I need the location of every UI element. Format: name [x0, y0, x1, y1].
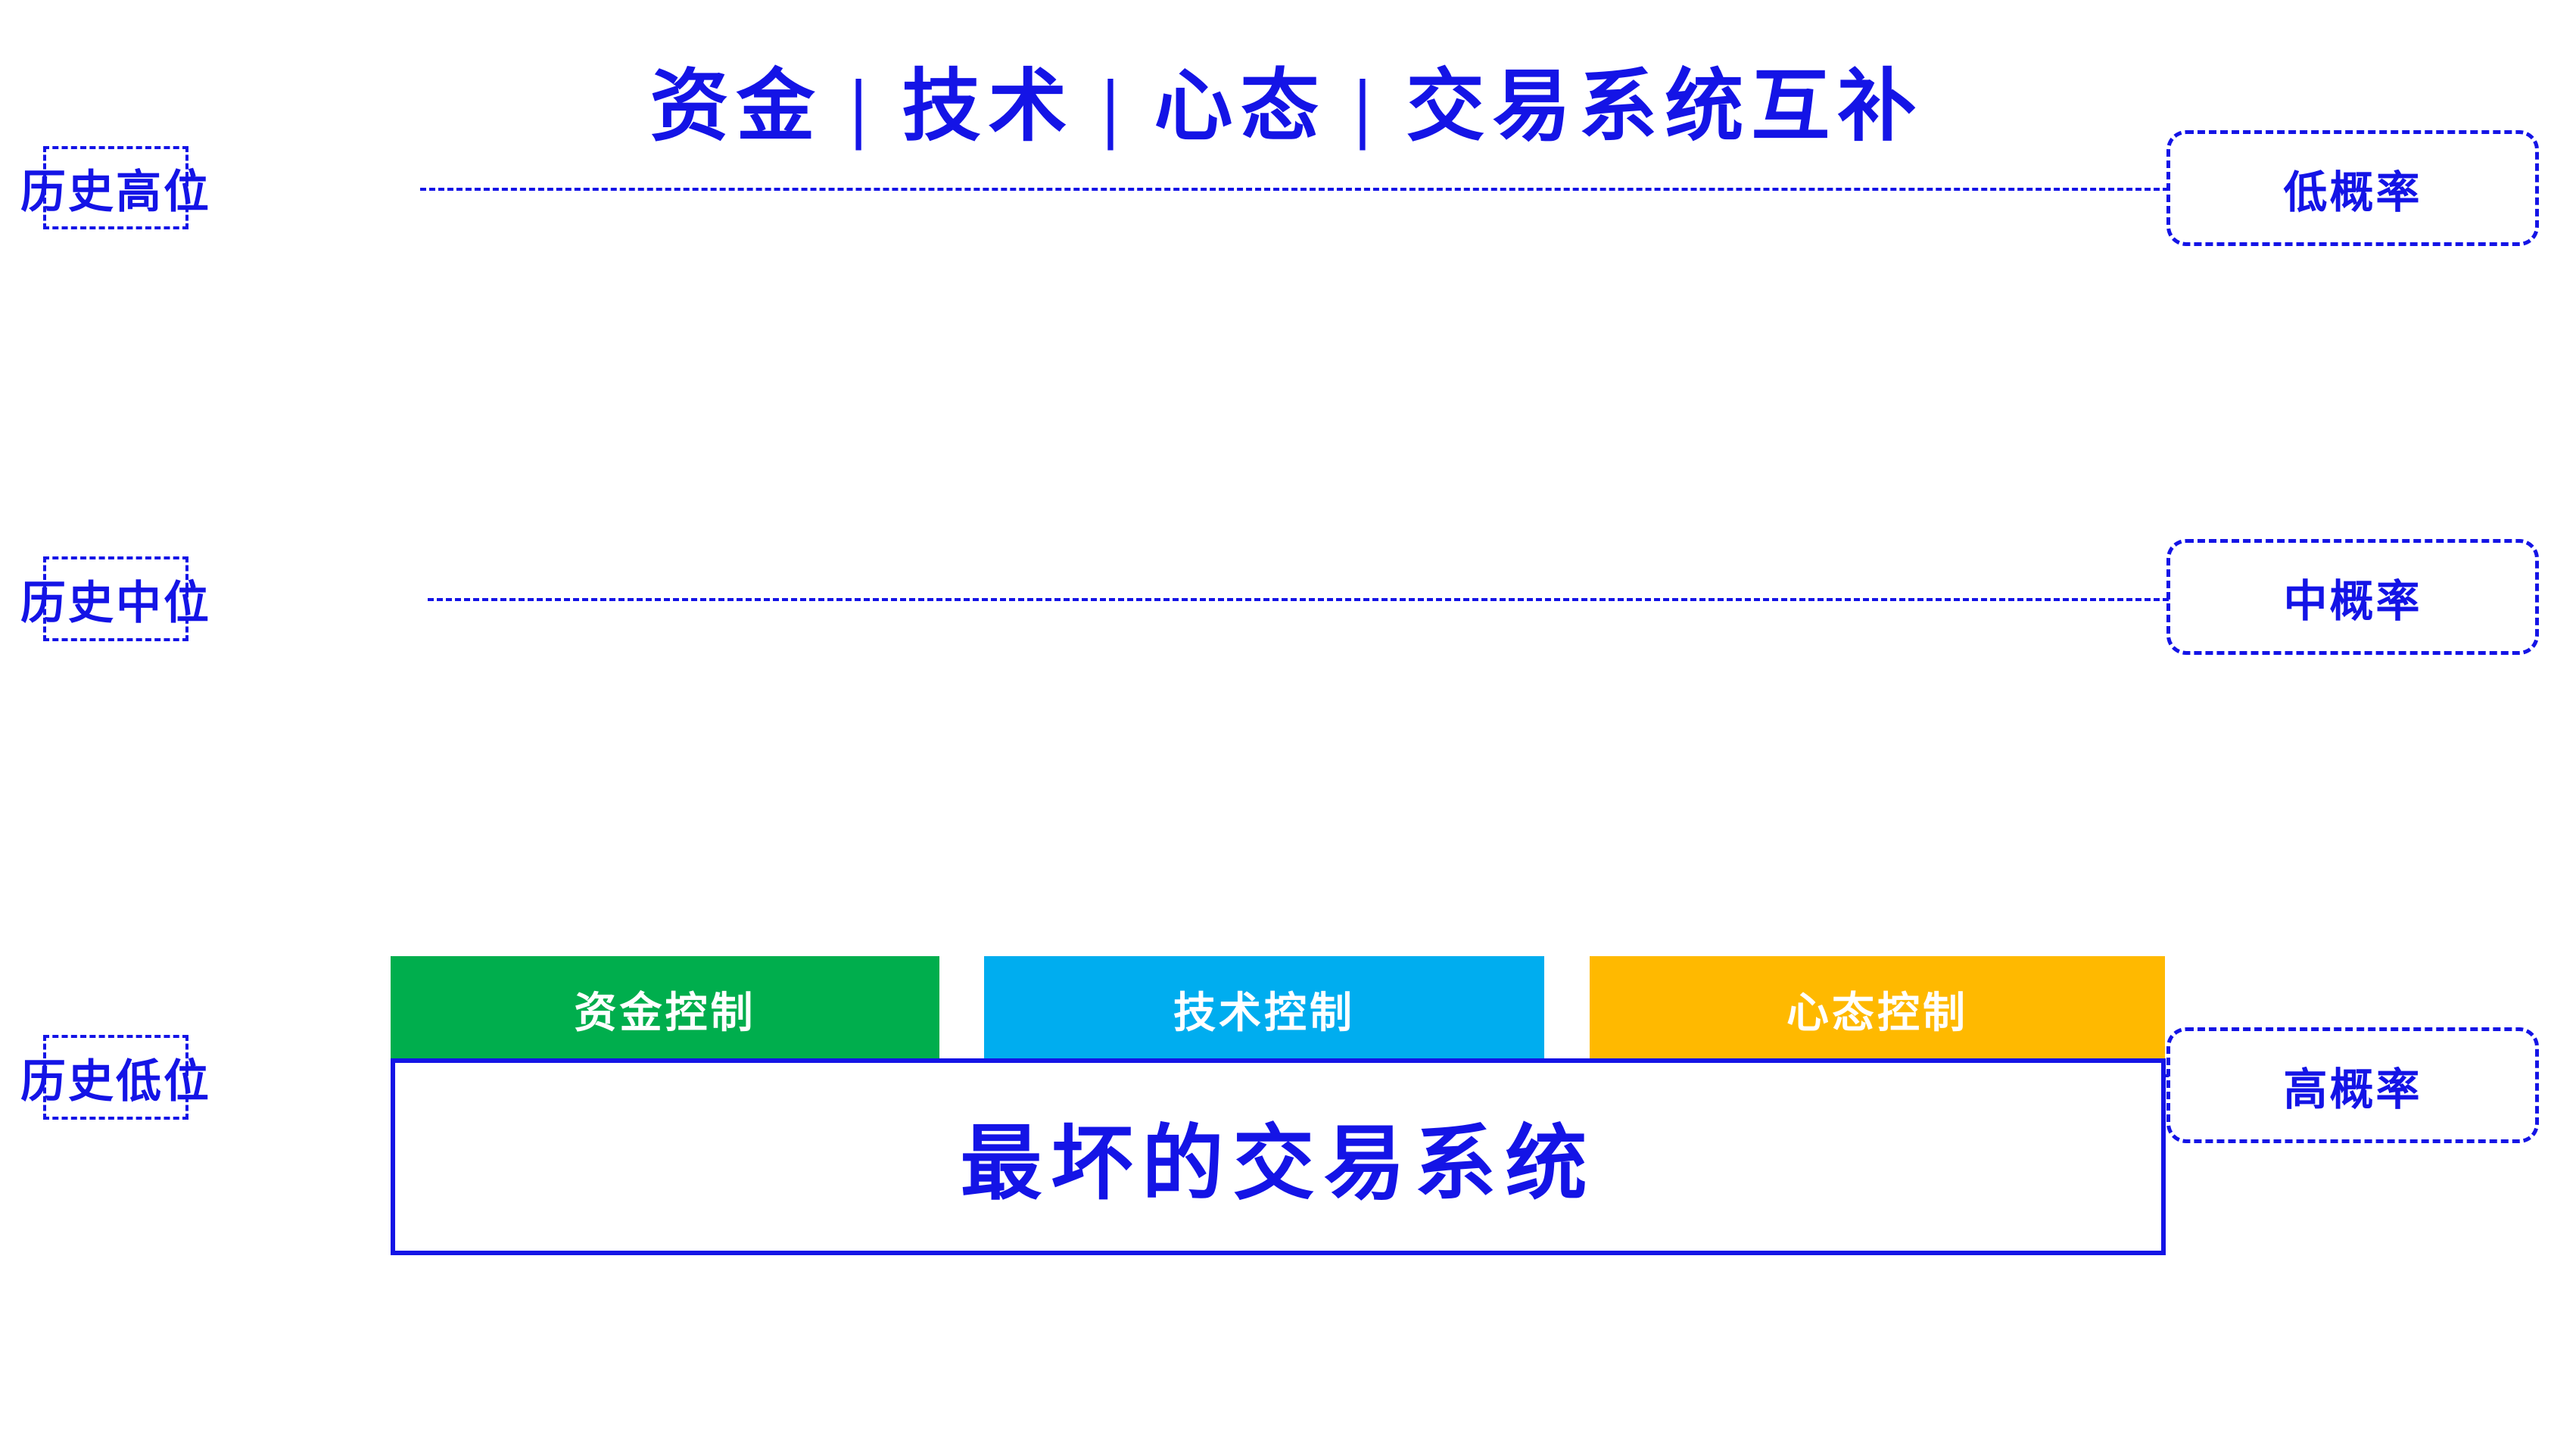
worst-trading-system-label: 最坏的交易系统 — [960, 1120, 1596, 1210]
right-label-low-probability[interactable]: 低概率 — [2166, 130, 2539, 246]
connector-line-mid — [428, 598, 2169, 601]
right-label-high-probability[interactable]: 高概率 — [2166, 1027, 2539, 1143]
connector-line-high — [420, 188, 2169, 191]
bar-mindset-control[interactable]: 心态控制 — [1590, 956, 2165, 1062]
right-label-mid-probability[interactable]: 中概率 — [2166, 539, 2539, 655]
page-title: 资金 | 技术 | 心态 | 交易系统互补 — [649, 64, 1924, 151]
worst-trading-system-box[interactable]: 最坏的交易系统 — [391, 1058, 2166, 1255]
bar-technique-control[interactable]: 技术控制 — [984, 956, 1544, 1062]
left-label-historical-mid[interactable]: 历史中位 — [20, 556, 209, 641]
left-label-historical-low[interactable]: 历史低位 — [20, 1035, 209, 1120]
left-label-historical-high[interactable]: 历史高位 — [20, 146, 209, 229]
bar-capital-control[interactable]: 资金控制 — [391, 956, 939, 1062]
